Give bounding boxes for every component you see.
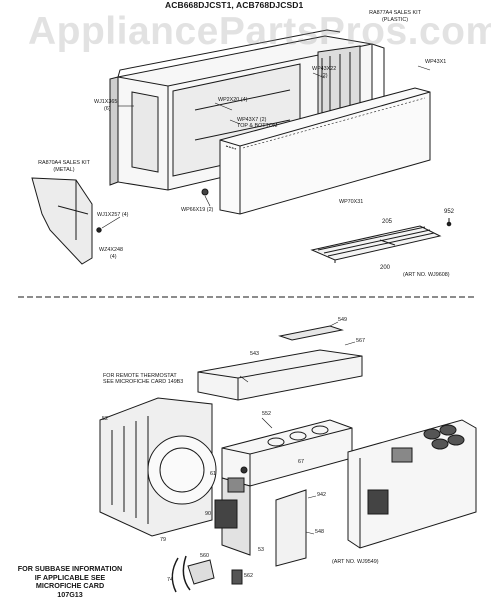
relay-block <box>214 499 238 529</box>
label-549: 549 <box>338 317 347 323</box>
label-552: 552 <box>262 411 271 417</box>
label-art-no-1: (ART NO. WJ9608) <box>403 272 450 278</box>
label-wj1x365-qty: (6) <box>104 106 111 112</box>
model-title: ACB668DJCST1, ACB768DJCSD1 <box>165 0 304 10</box>
watermark: AppliancePartsPros.com <box>28 10 491 53</box>
label-wp43x7: WP43X7 (2) <box>237 117 267 123</box>
label-wp43x22-qty: (2) <box>321 73 328 79</box>
cover-plate <box>275 489 307 567</box>
label-548: 548 <box>315 529 324 535</box>
label-wz4x248: WZ4X248 <box>99 247 123 253</box>
label-top-bottom: TOP & BOTTOM <box>237 123 278 129</box>
side-panel <box>347 419 477 549</box>
label-205: 205 <box>382 219 393 225</box>
label-wp70x31: WP70X31 <box>339 199 364 205</box>
label-wz4x248-qty: (4) <box>110 254 117 260</box>
blower-housing <box>99 397 217 537</box>
side-bracket <box>31 177 93 265</box>
label-52: 52 <box>102 416 108 422</box>
filter-tray <box>310 225 442 263</box>
label-wp66x19: WP66X19 (2) <box>181 207 214 213</box>
label-79: 79 <box>160 537 166 543</box>
label-567: 567 <box>356 338 365 344</box>
label-ra870a4: RA870A4 SALES KIT <box>38 160 90 166</box>
label-562: 562 <box>244 573 253 579</box>
subbase-note-line4: 107G13 <box>57 589 83 599</box>
label-art-no-2: (ART NO. WJ9549) <box>332 559 379 565</box>
label-90: 90 <box>205 511 211 517</box>
control-plate <box>197 325 363 401</box>
label-wj1x257: WJ1X257 (4) <box>97 212 129 218</box>
label-remote-line2: SEE MICROFICHE CARD 149B3 <box>103 379 184 385</box>
label-remote-line1: FOR REMOTE THERMOSTAT <box>103 373 177 379</box>
label-wp43x1: WP43X1 <box>425 59 447 65</box>
label-ra877a4: RA877A4 SALES KIT <box>369 10 421 16</box>
subbase-note-line2: IF APPLICABLE SEE <box>34 572 106 582</box>
label-61: 61 <box>210 471 216 477</box>
label-560: 560 <box>200 553 209 559</box>
label-plastic: (PLASTIC) <box>381 17 409 23</box>
label-wj1x365: WJ1X365 <box>94 99 118 105</box>
subbase-note-line1: FOR SUBBASE INFORMATION <box>17 564 123 573</box>
subbase-note-line3: MICROFICHE CARD <box>35 581 105 591</box>
label-952: 952 <box>444 209 455 215</box>
label-wp43x22: WP43X22 <box>312 66 337 72</box>
label-200: 200 <box>380 265 391 271</box>
label-53: 53 <box>258 547 264 553</box>
label-942: 942 <box>317 492 326 498</box>
label-wp2x20: WP2X20 (4) <box>218 97 248 103</box>
label-543: 543 <box>250 351 259 357</box>
front-panel <box>219 87 431 215</box>
subbase-note: FOR SUBBASE INFORMATION IF APPLICABLE SE… <box>0 564 140 600</box>
label-74: 74 <box>167 577 173 583</box>
label-67: 67 <box>298 459 304 465</box>
label-metal: (METAL) <box>53 167 75 173</box>
